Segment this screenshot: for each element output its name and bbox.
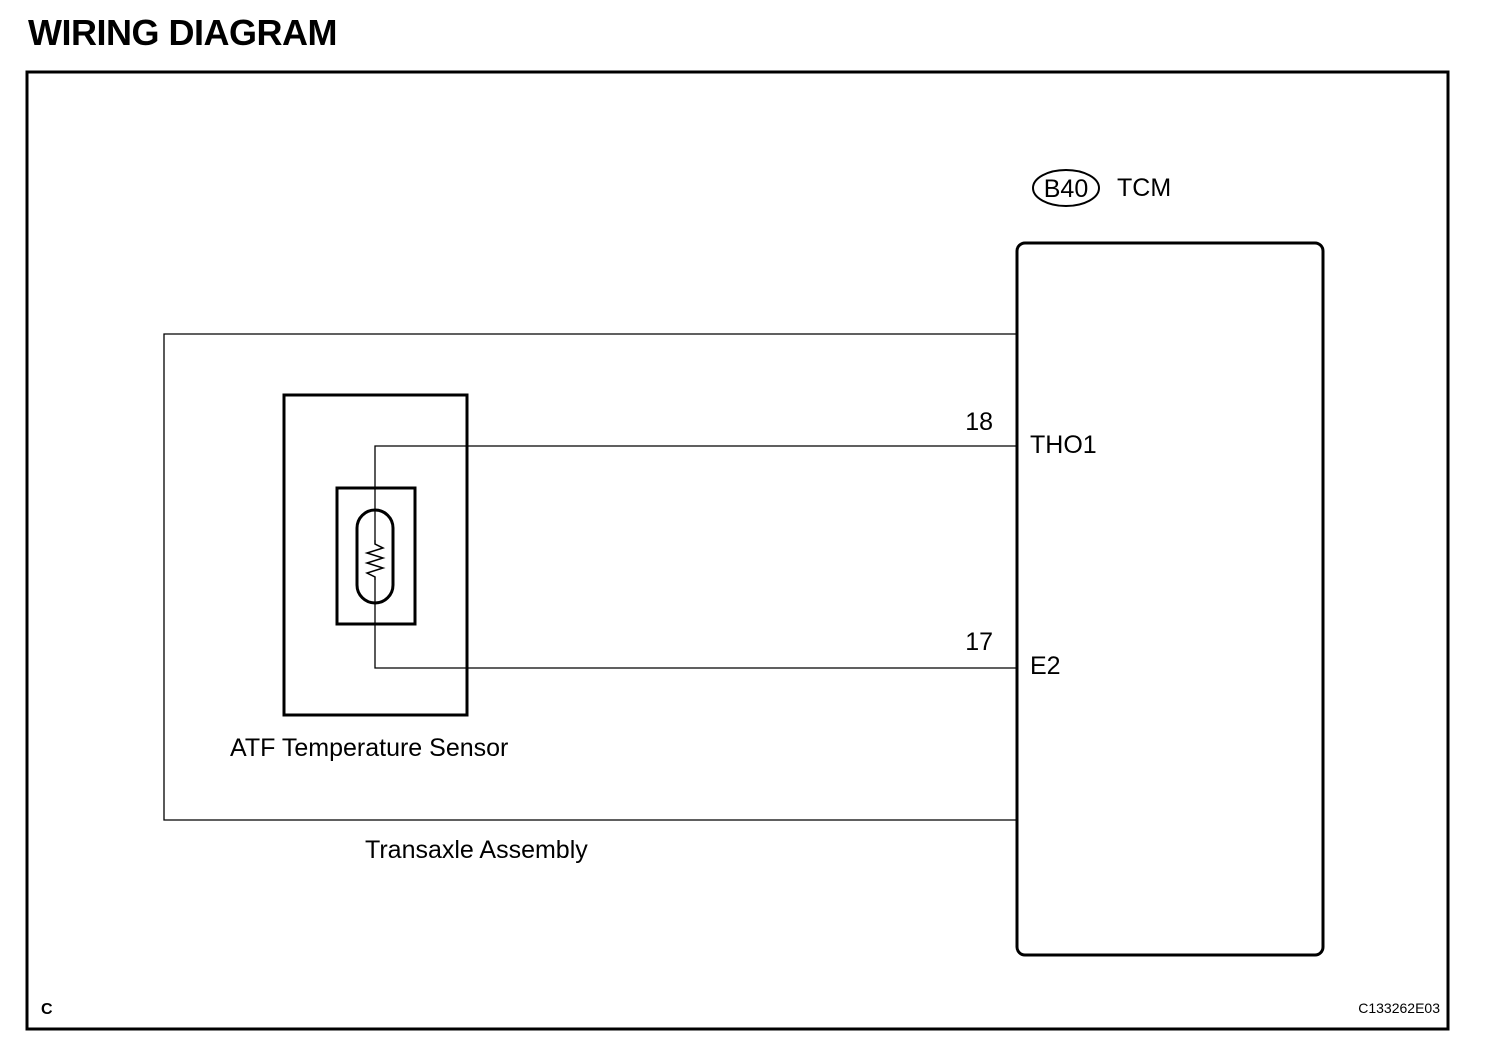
atf-sensor-box	[282, 393, 469, 717]
pin-number-tho1: 18	[965, 408, 993, 436]
corner-letter: C	[41, 1001, 53, 1018]
page-title: WIRING DIAGRAM	[28, 12, 337, 53]
terminal-name-e2: E2	[1030, 652, 1061, 680]
connector-id: B40	[1044, 175, 1088, 203]
pin-number-e2: 17	[965, 628, 993, 656]
tcm-box	[1015, 241, 1325, 957]
wire-e2	[374, 580, 1017, 669]
wire-tho1	[374, 445, 1017, 540]
diagram-frame	[25, 70, 1450, 1031]
tcm-label: TCM	[1117, 174, 1171, 202]
connector-badge	[1032, 169, 1100, 207]
resistor-icon	[364, 540, 386, 580]
sensor-label: ATF Temperature Sensor	[230, 734, 508, 762]
terminal-name-tho1: THO1	[1030, 431, 1097, 459]
assembly-label: Transaxle Assembly	[365, 836, 588, 864]
thermistor-housing	[335, 486, 417, 626]
transaxle-assembly-boundary	[163, 333, 1017, 821]
figure-code: C133262E03	[1358, 1000, 1440, 1016]
